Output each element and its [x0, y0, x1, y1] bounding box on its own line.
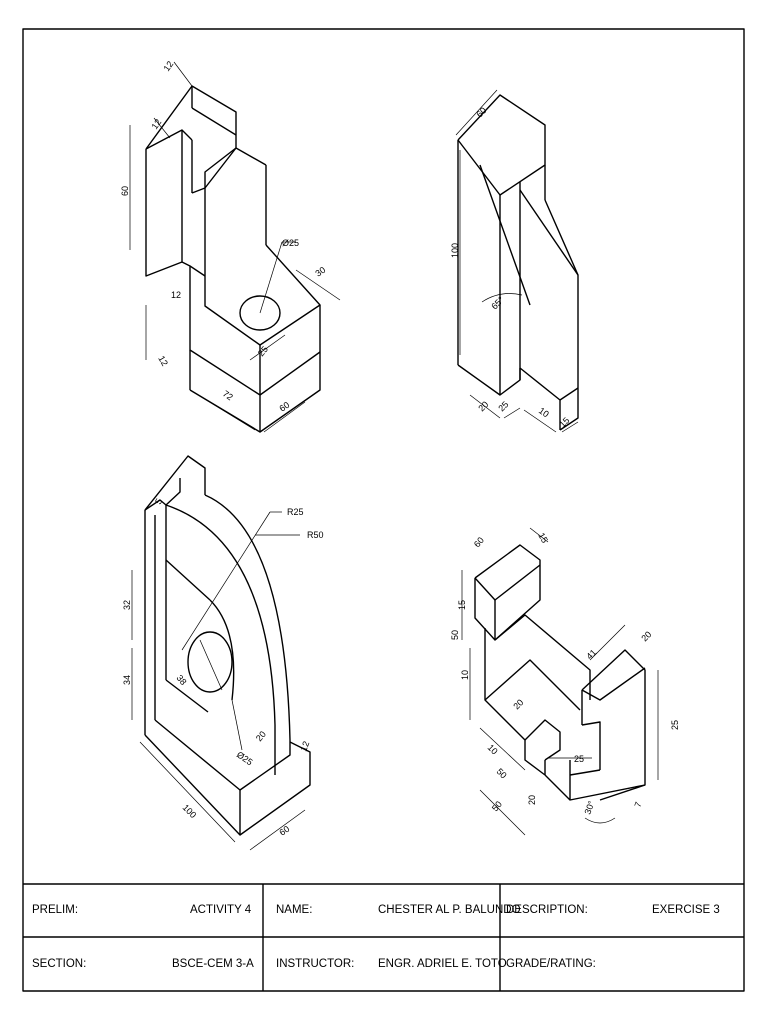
name-value: CHESTER AL P. BALUNDO: [378, 904, 521, 916]
v2-dim-100: 100: [450, 243, 460, 258]
v1-dim-12b: 12: [149, 117, 163, 131]
v1-dim-60: 60: [120, 186, 130, 196]
view-3-isometric: [131, 455, 311, 851]
v3-dim-100: 100: [181, 802, 199, 820]
v3-dim-r25: R25: [287, 507, 304, 517]
section-label: SECTION:: [32, 958, 86, 970]
v4-dim-25b: 25: [574, 754, 584, 764]
v1-dim-12d: 12: [156, 354, 170, 368]
v3-dim-34: 34: [122, 675, 132, 685]
v1-dim-12a: 12: [161, 59, 175, 73]
v1-dim-12c: 12: [171, 290, 181, 300]
view-1-isometric: [129, 61, 341, 433]
v4-dim-30: 30°: [582, 799, 596, 816]
v4-dim-20b: 20: [639, 629, 653, 643]
prelim-label: PRELIM:: [32, 904, 78, 916]
v4-dim-15b: 15: [457, 600, 467, 610]
v4-dim-10: 10: [460, 670, 470, 680]
v2-dim-60: 60: [474, 105, 488, 119]
name-label: NAME:: [276, 904, 312, 916]
view-4-isometric: [461, 527, 659, 836]
v3-dim-32: 32: [122, 600, 132, 610]
instructor-label: INSTRUCTOR:: [276, 958, 354, 970]
v1-dim-30: 30: [313, 265, 327, 279]
v3-dim-20: 20: [254, 729, 268, 743]
v3-dim-r50: R50: [307, 530, 324, 540]
v1-dim-dia25: Ø25: [282, 238, 299, 248]
v1-dim-60b: 60: [277, 400, 291, 414]
prelim-value: ACTIVITY 4: [190, 904, 252, 916]
v4-dim-50: 50: [450, 630, 460, 640]
v4-dim-7: 7: [632, 801, 643, 809]
v4-dim-41: 41: [584, 647, 598, 661]
section-value: BSCE-CEM 3-A: [172, 958, 254, 970]
v3-dim-5: 5: [153, 497, 164, 506]
v4-dim-60: 60: [472, 535, 486, 549]
v1-dim-25: 25: [256, 344, 270, 358]
v4-dim-20c: 20: [527, 795, 537, 805]
view-2-isometric: [455, 89, 579, 433]
v4-dim-50b: 50: [495, 766, 509, 780]
description-label: DESCRIPTION:: [506, 904, 588, 916]
v1-dim-72: 72: [221, 388, 235, 402]
v3-dim-38: 38: [174, 673, 188, 687]
v4-dim-20: 20: [511, 697, 525, 711]
title-block: [23, 883, 744, 991]
v4-dim-15: 15: [536, 531, 550, 545]
v3-dim-60: 60: [277, 824, 291, 838]
v2-dim-25: 25: [496, 399, 510, 413]
v3-dim-dia25: Ø25: [235, 749, 255, 767]
v2-dim-10: 10: [537, 405, 551, 419]
v3-dim-12: 12: [298, 740, 311, 753]
v4-dim-50c: 50: [490, 799, 504, 813]
grade-label: GRADE/RATING:: [506, 958, 596, 970]
v4-dim-25: 25: [670, 720, 680, 730]
sheet-border: [22, 28, 745, 992]
description-value: EXERCISE 3: [652, 904, 720, 916]
instructor-value: ENGR. ADRIEL E. TOTO: [378, 958, 507, 970]
